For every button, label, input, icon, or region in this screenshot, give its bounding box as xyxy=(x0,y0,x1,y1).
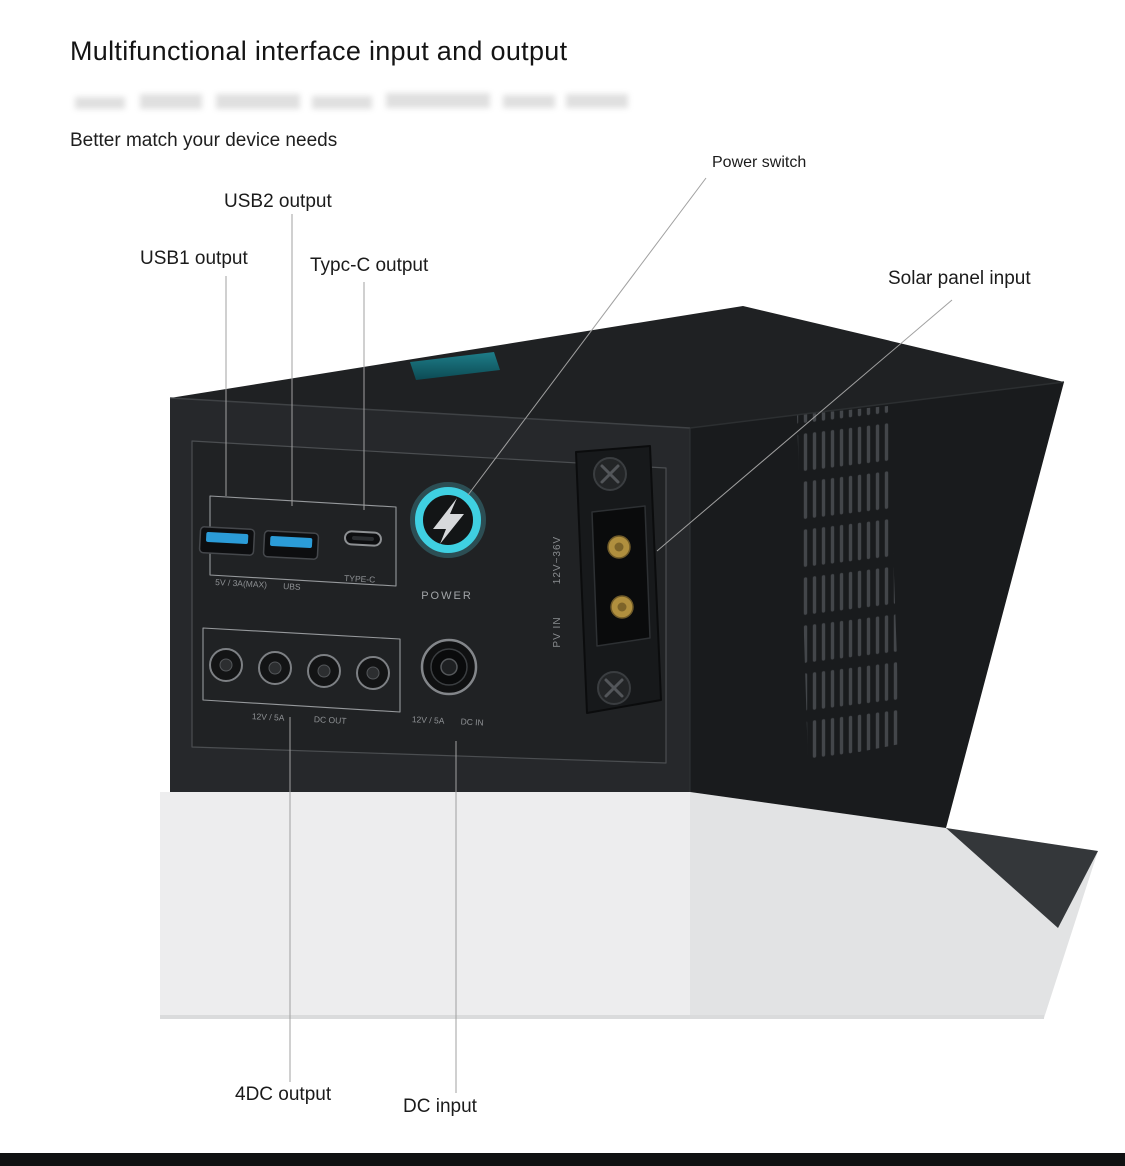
solar-input-assembly: 12V~36V PV IN xyxy=(552,445,662,714)
usb-spec-label: 5V / 3A(MAX) xyxy=(215,577,268,590)
usb2-port xyxy=(262,530,320,560)
solar-pin-top xyxy=(607,535,631,559)
faded-text-artifact xyxy=(75,93,628,109)
dc-output-group-outline xyxy=(202,627,401,713)
device-top-face xyxy=(170,306,1064,428)
callout-solar-panel-input: Solar panel input xyxy=(888,268,1031,289)
callout-4dc-output: 4DC output xyxy=(235,1084,332,1105)
dc-out-name-label: DC OUT xyxy=(314,714,347,726)
screw-top-icon xyxy=(593,457,627,491)
base-shadow-wedge xyxy=(946,828,1098,928)
callout-power-switch: Power switch xyxy=(712,154,807,171)
bottom-border-bar xyxy=(0,1153,1125,1166)
interface-panel-frame xyxy=(191,440,667,764)
dc-output-port xyxy=(356,656,390,690)
leader-line-solar xyxy=(656,299,953,552)
callout-dc-input: DC input xyxy=(403,1096,477,1117)
typec-port xyxy=(343,530,382,547)
usb1-port xyxy=(198,526,256,556)
solar-name-label: PV IN xyxy=(552,616,563,647)
page-subtitle: Better match your device needs xyxy=(70,130,338,151)
usb-name-label: UBS xyxy=(283,581,301,592)
floor-shadow-line xyxy=(160,1015,1044,1019)
page-title: Multifunctional interface input and outp… xyxy=(70,36,568,66)
leader-line-power xyxy=(467,177,707,496)
power-label: POWER xyxy=(421,590,473,602)
dc-output-port xyxy=(258,651,292,685)
solar-pin-bottom xyxy=(610,595,634,619)
typec-label: TYPE-C xyxy=(344,573,376,585)
solar-spec-label: 12V~36V xyxy=(552,536,563,584)
dc-output-port xyxy=(209,648,243,682)
dc-output-port xyxy=(307,654,341,688)
vent-grille xyxy=(797,406,900,762)
edge-front-top xyxy=(169,397,691,429)
edge-top-right xyxy=(689,381,1065,429)
dc-out-spec-label: 12V / 5A xyxy=(252,711,285,723)
solar-socket xyxy=(591,505,651,647)
lightning-bolt-icon xyxy=(433,498,464,544)
base-front-face xyxy=(160,792,690,1018)
callout-usb1-output: USB1 output xyxy=(140,248,248,269)
dc-in-spec-label: 12V / 5A xyxy=(412,714,445,726)
callout-typec-output: Typc-C output xyxy=(310,255,429,276)
dc-in-name-label: DC IN xyxy=(460,716,484,727)
device-front-face xyxy=(170,398,690,792)
callout-usb2-output: USB2 output xyxy=(224,191,332,212)
power-button xyxy=(410,482,486,558)
screw-bottom-icon xyxy=(597,671,631,705)
dc-input-port xyxy=(420,638,478,696)
display-screen xyxy=(410,352,500,380)
